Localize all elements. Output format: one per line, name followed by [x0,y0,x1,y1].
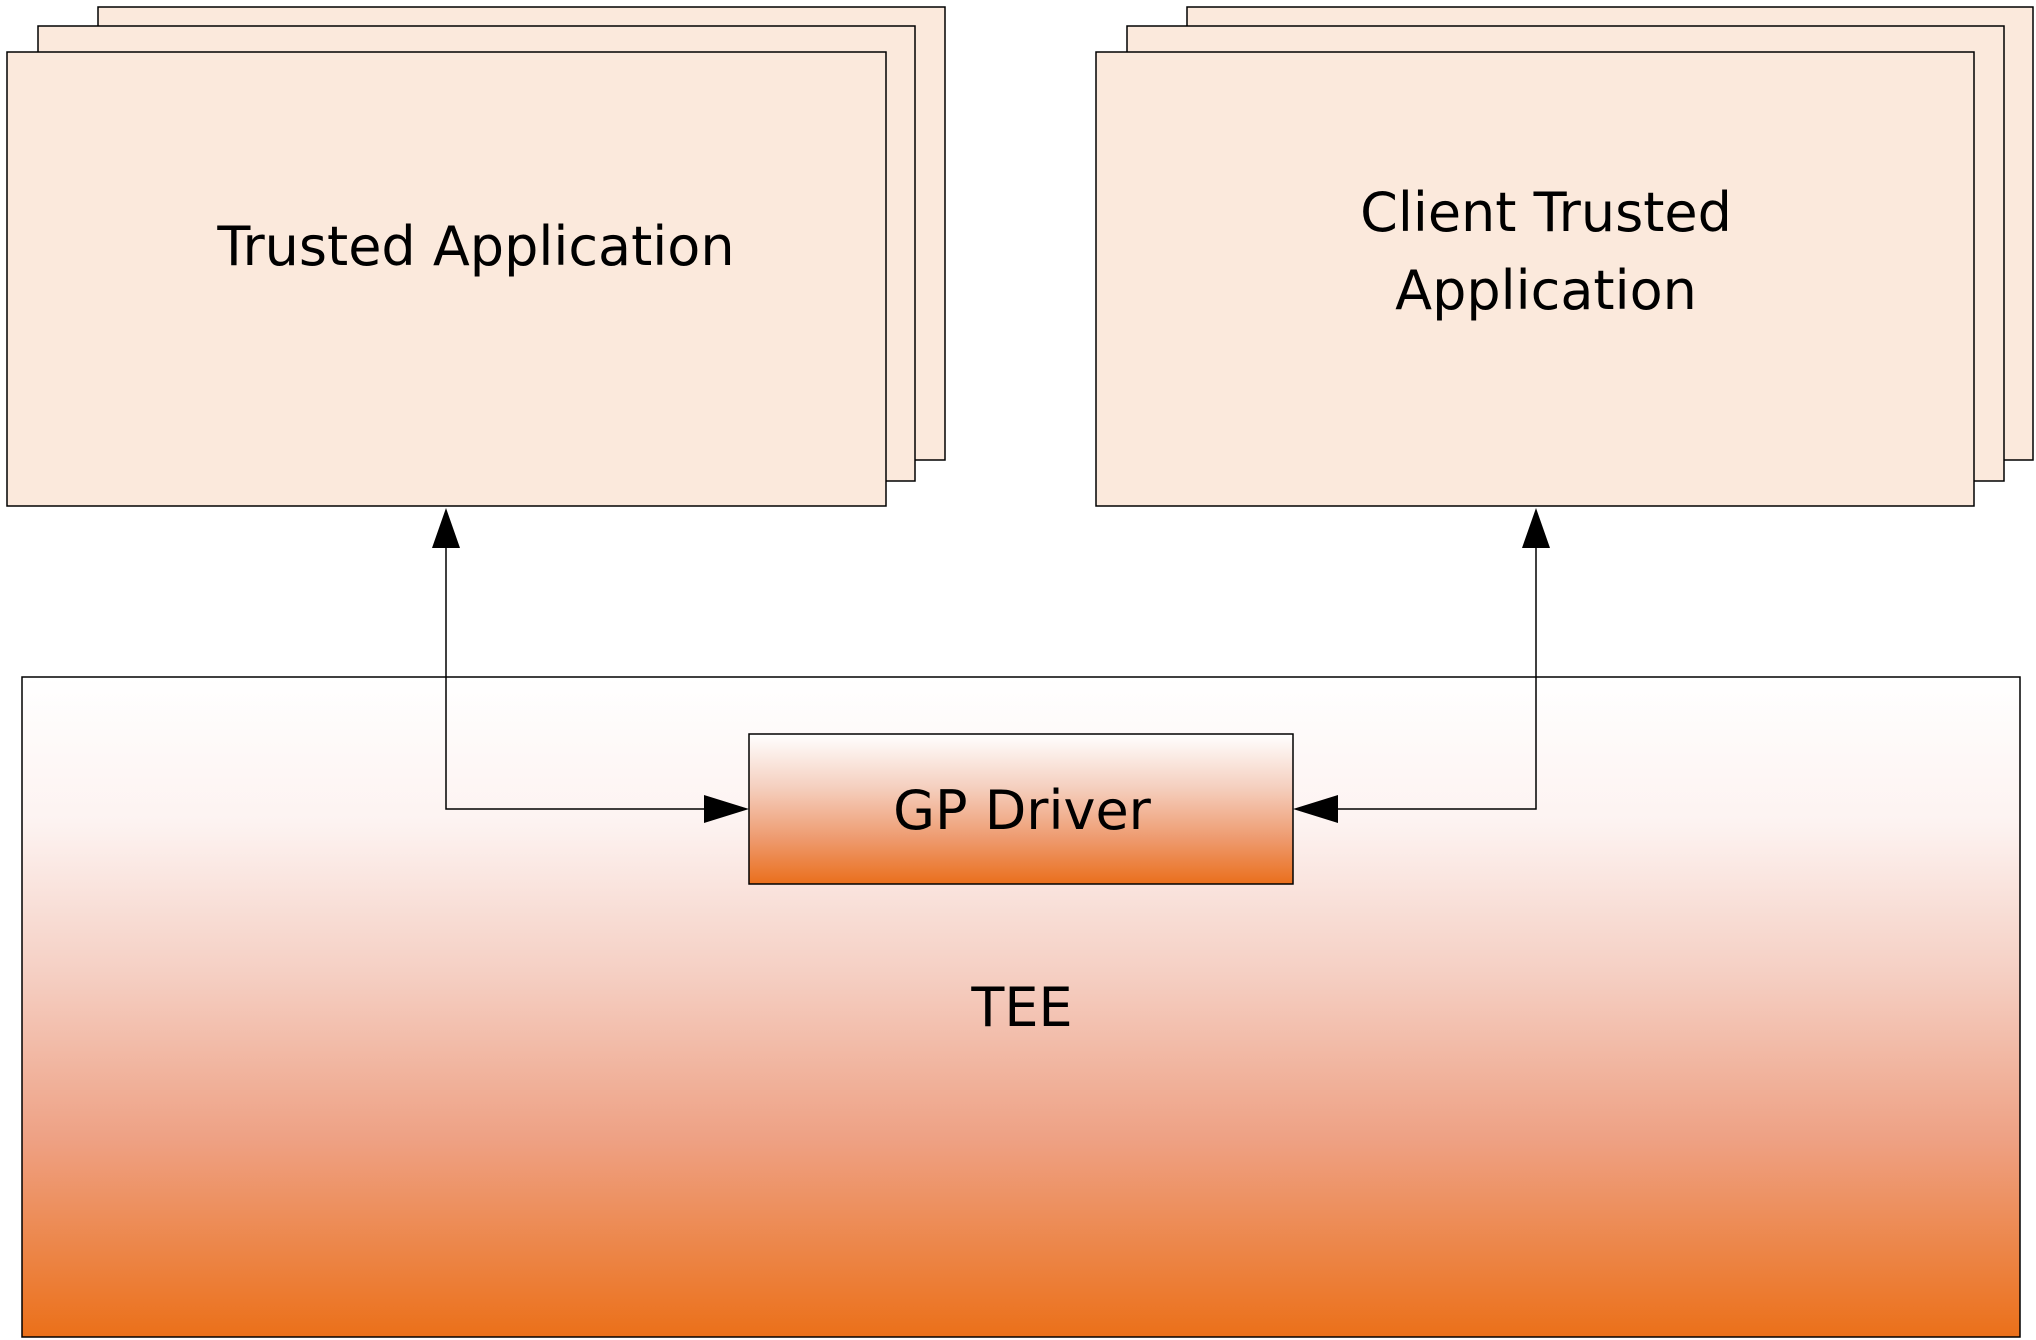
client-trusted-application-stack: Client Trusted Application [1095,6,2034,507]
arrowhead-right-gp-driver [704,795,749,823]
trusted-application-label: Trusted Application [216,215,734,278]
client-trusted-application-label-line2: Application [1395,259,1697,322]
connector-line-left [445,546,704,810]
gp-driver-label: GP Driver [893,779,1152,842]
gp-driver-block: GP Driver [748,733,1294,885]
trusted-application-card-front [6,51,887,507]
gp-driver-rectangle [748,733,1294,885]
connector-gp-driver-trusted-application [432,508,749,823]
trusted-application-stack: Trusted Application [6,6,946,507]
connector-line-right [1338,546,1537,810]
arrowhead-up-trusted-application [432,508,460,548]
arrowhead-up-client-trusted-application [1522,508,1550,548]
connector-gp-driver-client-trusted-application [1293,508,1550,823]
arrowhead-left-gp-driver [1293,795,1338,823]
client-trusted-application-label-line1: Client Trusted [1360,181,1732,244]
tee-label: TEE [970,976,1072,1039]
client-trusted-application-card-front [1095,51,1975,507]
